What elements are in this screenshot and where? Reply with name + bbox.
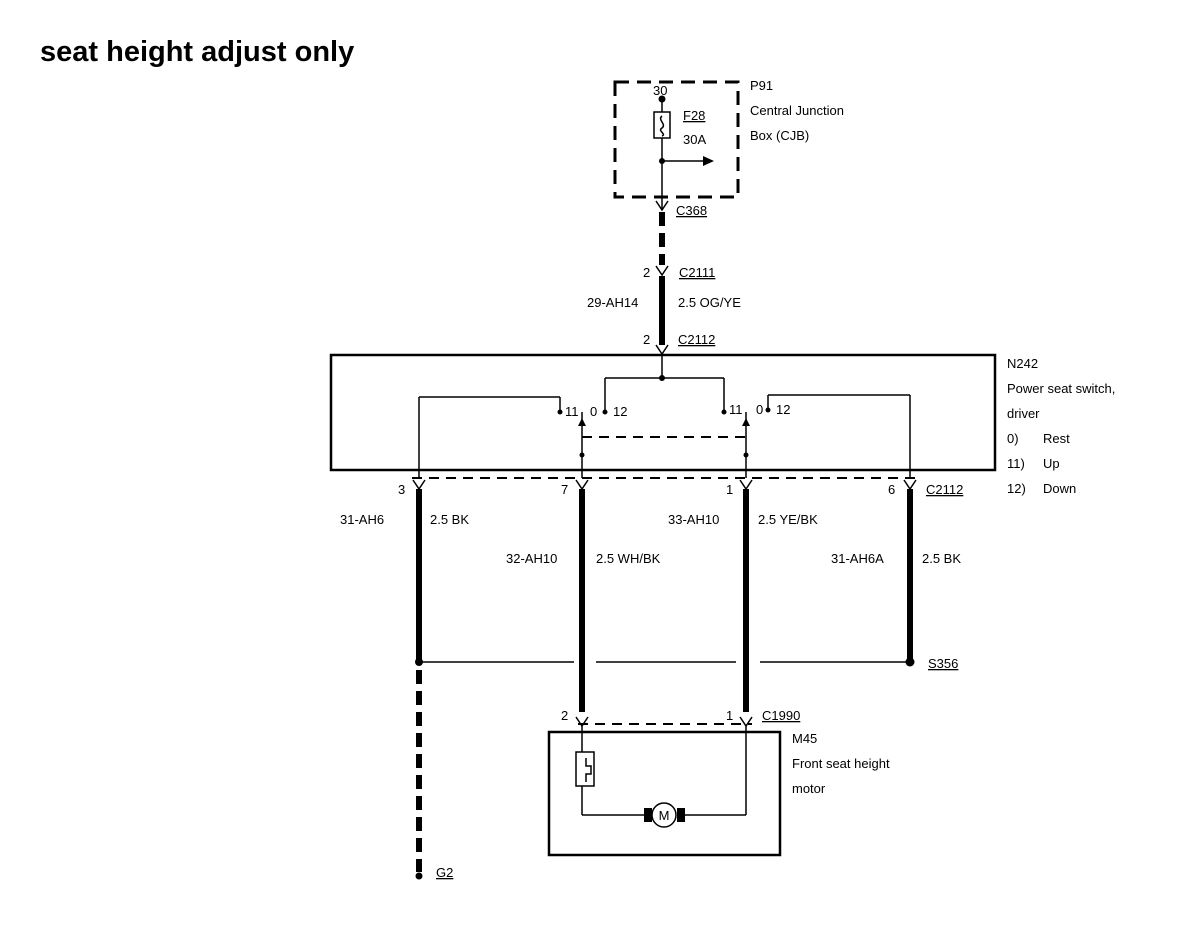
- switch-name-line2: driver: [1007, 406, 1040, 421]
- switch-right-contact-down-label: 12: [776, 402, 790, 417]
- arrow-right-icon: [703, 156, 714, 166]
- motor-pin-left: 2: [561, 708, 568, 723]
- connector-c368-icon: [655, 200, 669, 212]
- wire-3-circuit: 31-AH6: [340, 512, 384, 527]
- wire-pin-1: 1: [726, 482, 733, 497]
- connector-pin3-icon: [412, 479, 426, 491]
- switch-left-contact-up-label: 11: [565, 404, 579, 419]
- motor-name-line1: Front seat height: [792, 756, 890, 771]
- motor-icon: [651, 802, 677, 828]
- switch-pin1-node: [743, 452, 749, 458]
- connector-pin1-icon: [739, 479, 753, 491]
- switch-left-contact-up-dot: [557, 409, 563, 415]
- wire-6-spec: 2.5 BK: [922, 551, 961, 566]
- power-seat-switch-outline: [329, 353, 997, 472]
- fuse-box-pin: 30: [653, 83, 667, 98]
- fuse-icon: [653, 111, 671, 139]
- wire-1-spec: 2.5 YE/BK: [758, 512, 818, 527]
- connector-c2111-icon: [655, 265, 669, 277]
- switch-right-contact-up-label: 11: [729, 402, 743, 417]
- connector-c2112-bottom-label: C2112: [926, 482, 963, 497]
- wire-1-circuit: 33-AH10: [668, 512, 719, 527]
- wire-pin-3: 3: [398, 482, 405, 497]
- motor-name-line2: motor: [792, 781, 826, 796]
- fuse-box-id: P91: [750, 78, 773, 93]
- switch-position-2-code: 12): [1007, 481, 1026, 496]
- connector-c368-label: C368: [676, 203, 707, 218]
- switch-position-0-label: Rest: [1043, 431, 1070, 446]
- switch-right-contact-up-dot: [721, 409, 727, 415]
- motor-brush-left: [644, 808, 652, 822]
- page-title: seat height adjust only: [40, 36, 354, 68]
- thermal-protector-icon: [575, 751, 595, 787]
- wire-6-circuit: 31-AH6A: [831, 551, 884, 566]
- switch-left-contact-down-dot: [602, 409, 608, 415]
- wire-7-circuit: 32-AH10: [506, 551, 557, 566]
- connector-pin7-icon: [575, 479, 589, 491]
- motor-id: M45: [792, 731, 817, 746]
- fuse-box-name-line2: Box (CJB): [750, 128, 809, 143]
- feed-wire-spec: 2.5 OG/YE: [678, 295, 741, 310]
- motor-symbol: M: [659, 808, 670, 823]
- switch-id: N242: [1007, 356, 1038, 371]
- switch-position-1-label: Up: [1043, 456, 1060, 471]
- connector-c2111-pin: 2: [643, 265, 650, 280]
- splice-label: S356: [928, 656, 958, 671]
- connector-c2112-top-pin: 2: [643, 332, 650, 347]
- wire-7-spec: 2.5 WH/BK: [596, 551, 661, 566]
- splice-s356-dot: [905, 657, 915, 667]
- fuse-id: F28: [683, 108, 705, 123]
- switch-left-contact-down-label: 12: [613, 404, 627, 419]
- connector-c2111-label: C2111: [679, 265, 715, 280]
- motor-outline: [547, 730, 782, 857]
- wire-3-spec: 2.5 BK: [430, 512, 469, 527]
- switch-left-blade-icon: [578, 418, 586, 426]
- switch-left-contact-rest-label: 0: [590, 404, 597, 419]
- fuse-element-icon: [659, 115, 665, 137]
- fuse-rating: 30A: [683, 132, 706, 147]
- motor-pin-right: 1: [726, 708, 733, 723]
- connector-pin6-icon: [903, 479, 917, 491]
- ground-bus-left-node: [415, 658, 423, 666]
- switch-position-1-code: 11): [1007, 456, 1025, 471]
- switch-position-2-label: Down: [1043, 481, 1076, 496]
- switch-right-contact-down-dot: [765, 407, 771, 413]
- switch-pin7-node: [579, 452, 585, 458]
- motor-brush-right: [677, 808, 685, 822]
- ground-g2-dot: [415, 872, 423, 880]
- connector-c1990-label: C1990: [762, 708, 800, 723]
- switch-right-contact-rest-label: 0: [756, 402, 763, 417]
- wire-pin-7: 7: [561, 482, 568, 497]
- ground-label: G2: [436, 865, 453, 880]
- switch-right-blade-icon: [742, 418, 750, 426]
- connector-c2112-top-label: C2112: [678, 332, 715, 347]
- wire-pin-6: 6: [888, 482, 895, 497]
- feed-wire-circuit: 29-AH14: [587, 295, 638, 310]
- fuse-box-name-line1: Central Junction: [750, 103, 844, 118]
- connector-c2112-top-icon: [655, 344, 669, 356]
- switch-name-line1: Power seat switch,: [1007, 381, 1115, 396]
- thermal-protector-element-icon: [585, 758, 592, 782]
- switch-position-0-code: 0): [1007, 431, 1019, 446]
- central-junction-box-outline: [613, 80, 740, 199]
